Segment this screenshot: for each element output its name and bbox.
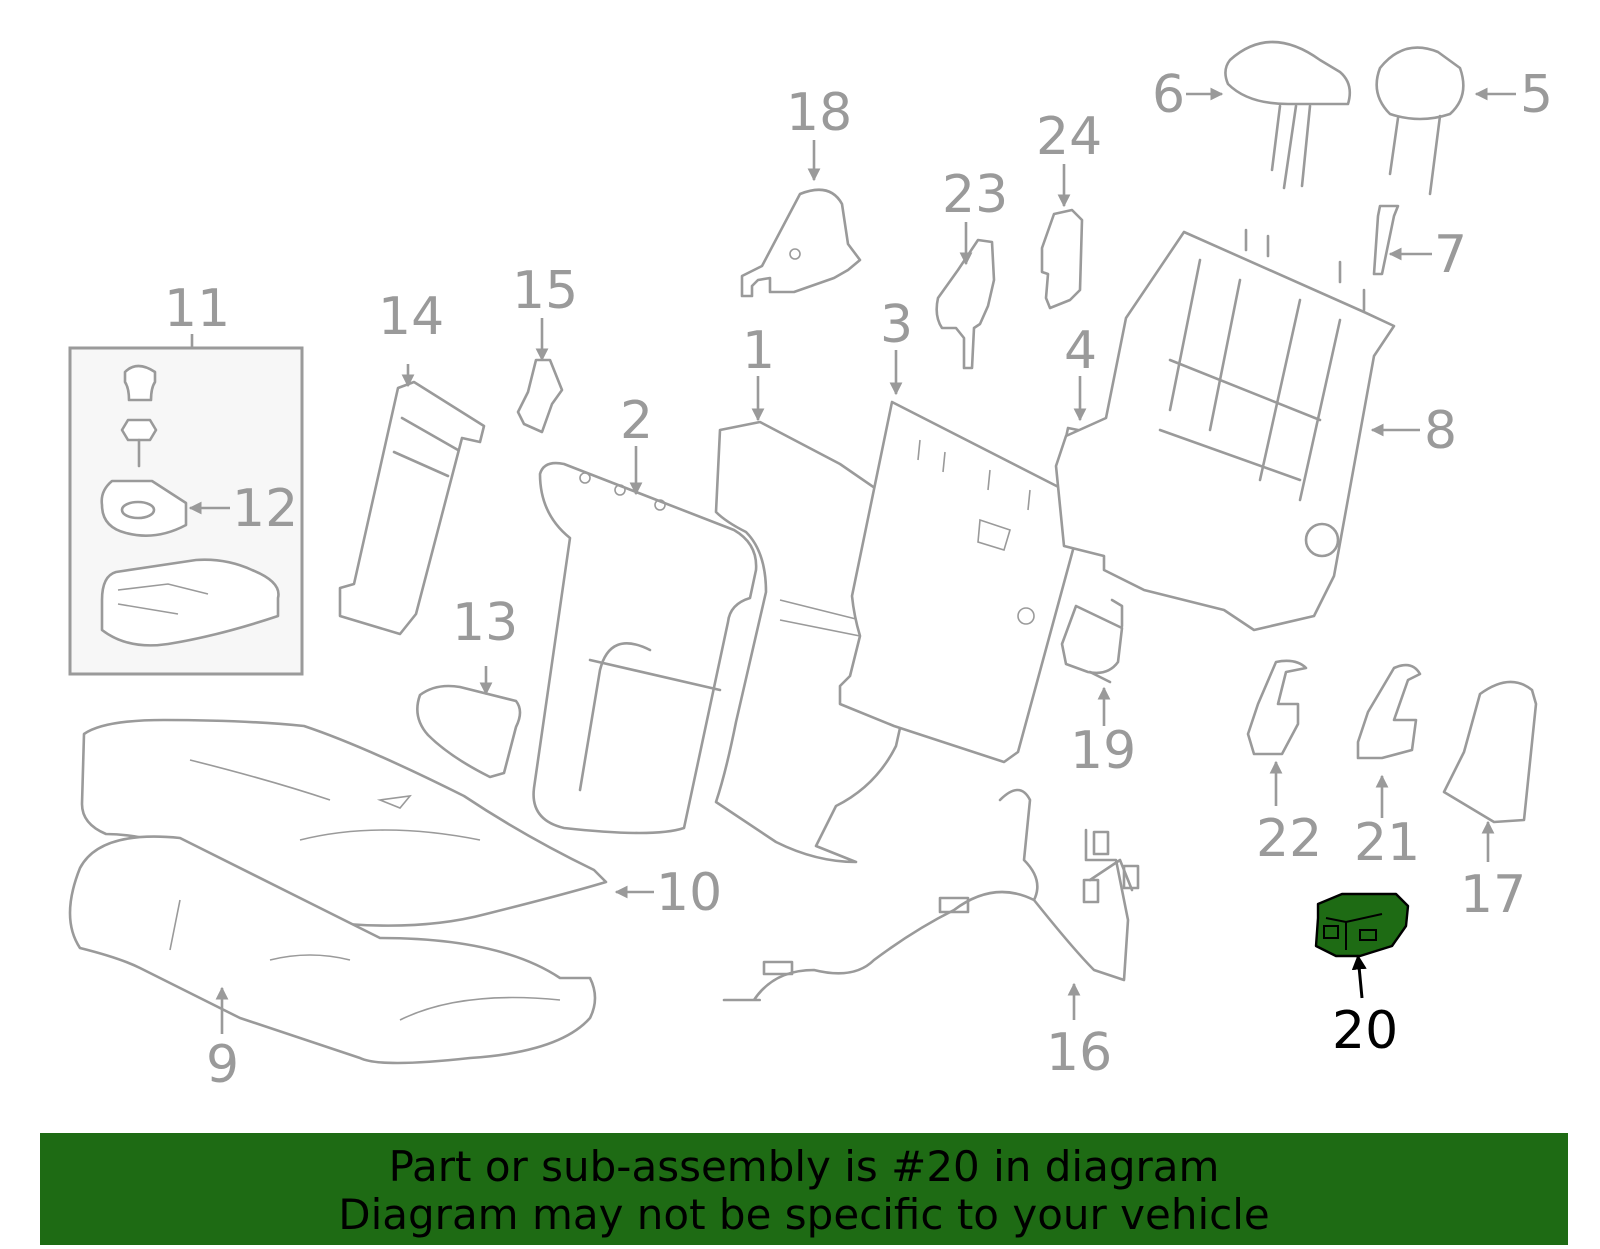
part-7-guide[interactable] xyxy=(1372,204,1400,276)
leader-lines xyxy=(188,87,1516,1034)
part-15-bracket[interactable] xyxy=(516,358,564,434)
info-banner: Part or sub-assembly is #20 in diagram D… xyxy=(40,1133,1568,1245)
part-14-trim-panel[interactable] xyxy=(338,380,486,636)
callout-9: 9 xyxy=(206,1035,239,1095)
callout-3: 3 xyxy=(880,295,913,355)
part-9-cushion-pad[interactable] xyxy=(68,835,597,1065)
part-21-bracket[interactable] xyxy=(1356,663,1422,760)
callout-18: 18 xyxy=(786,83,852,143)
callout-19: 19 xyxy=(1070,721,1136,781)
callout-16: 16 xyxy=(1046,1023,1112,1083)
callout-13: 13 xyxy=(452,593,518,653)
callout-11: 11 xyxy=(164,279,230,339)
callout-22: 22 xyxy=(1256,809,1322,869)
part-19-buckle[interactable] xyxy=(1060,598,1124,684)
part-8-seat-frame[interactable] xyxy=(1054,228,1396,632)
part-17-cover[interactable] xyxy=(1442,680,1538,824)
part-16-wire-harness[interactable] xyxy=(722,788,1140,1002)
part-3-back-board[interactable] xyxy=(838,400,1082,764)
part-13-cover[interactable] xyxy=(416,684,522,779)
callout-2: 2 xyxy=(620,391,653,451)
part-5-headrest[interactable] xyxy=(1375,46,1465,196)
callout-21: 21 xyxy=(1354,813,1420,873)
callout-10: 10 xyxy=(656,863,722,923)
callout-8: 8 xyxy=(1424,401,1457,461)
callout-14: 14 xyxy=(378,287,444,347)
callout-20: 20 xyxy=(1332,1001,1398,1061)
callout-24: 24 xyxy=(1036,107,1102,167)
part-6-headrest[interactable] xyxy=(1224,40,1352,190)
callout-23: 23 xyxy=(942,165,1008,225)
callout-15: 15 xyxy=(512,261,578,321)
part-22-bracket[interactable] xyxy=(1246,659,1308,756)
callout-5: 5 xyxy=(1520,65,1553,125)
callout-7: 7 xyxy=(1434,225,1467,285)
callout-17: 17 xyxy=(1460,865,1526,925)
callout-6: 6 xyxy=(1152,65,1185,125)
callout-4: 4 xyxy=(1064,321,1097,381)
part-20-seat-switch[interactable] xyxy=(1314,892,1410,958)
part-23-bracket[interactable] xyxy=(935,238,996,370)
banner-line-2: Diagram may not be specific to your vehi… xyxy=(338,1190,1270,1239)
part-24-bracket[interactable] xyxy=(1040,208,1084,310)
part-2-seatback-cover[interactable] xyxy=(532,461,758,835)
callout-1: 1 xyxy=(742,321,775,381)
callout-labels: 11 14 15 2 1 3 18 23 24 4 6 5 7 8 12 13 … xyxy=(164,65,1553,1095)
callout-12: 12 xyxy=(232,479,298,539)
part-18-hinge-cover[interactable] xyxy=(740,188,862,298)
part-11-kit-box[interactable] xyxy=(68,346,304,676)
banner-line-1: Part or sub-assembly is #20 in diagram xyxy=(388,1142,1220,1191)
